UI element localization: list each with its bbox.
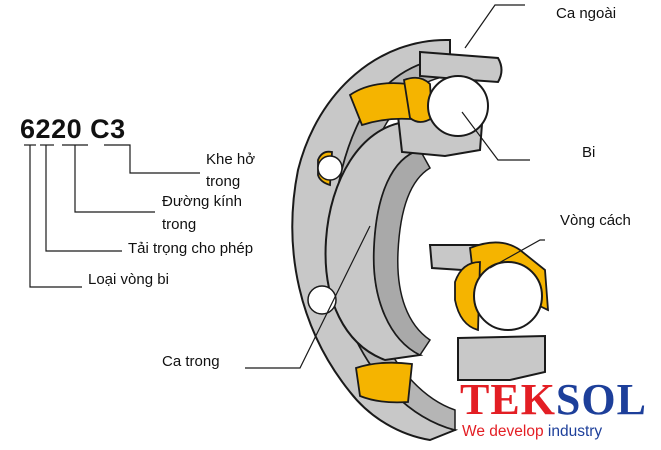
leader-outer-ring xyxy=(464,4,525,49)
leader-type xyxy=(29,145,82,288)
logo-tag-blue: industry xyxy=(543,423,603,440)
label-bore-2: trong xyxy=(162,216,197,233)
label-clearance-2: trong xyxy=(206,173,241,190)
outer-ring-top-section xyxy=(419,50,503,84)
teksol-logo: TEKSOL We develop industry xyxy=(458,376,658,448)
leader-load xyxy=(45,145,122,252)
logo-tagline: We develop industry xyxy=(462,423,602,441)
ball-left-lower xyxy=(307,285,337,315)
leader-inner-ring xyxy=(245,225,371,369)
code-clearance: C3 xyxy=(90,114,126,144)
leader-cage xyxy=(489,239,545,269)
inner-ring-face xyxy=(373,149,432,356)
cage-bottom xyxy=(355,361,413,404)
label-load: Tải trọng cho phép xyxy=(128,240,254,257)
code-size: 2 xyxy=(35,114,52,144)
label-ball: Bi xyxy=(582,144,596,161)
logo-part-blue: SOL xyxy=(555,375,647,424)
label-clearance-1: Khe hở xyxy=(206,151,256,168)
leader-clearance xyxy=(104,144,200,174)
logo-tag-red: We develop xyxy=(462,423,544,440)
label-inner-ring: Ca trong xyxy=(162,353,220,370)
code-bore: 20 xyxy=(51,114,83,144)
cage-right-lower xyxy=(454,261,481,332)
ball-left-upper xyxy=(317,155,343,181)
leader-ball xyxy=(461,111,530,161)
leader-bore-drop xyxy=(74,145,155,213)
label-bore-1: Đường kính xyxy=(162,193,242,210)
code-series: 6 xyxy=(20,114,36,144)
ball-top xyxy=(427,75,489,137)
logo-part-red: TEK xyxy=(460,375,556,424)
logo-word: TEKSOL xyxy=(460,376,647,424)
label-type: Loại vòng bi xyxy=(88,271,169,288)
label-cage: Vòng cách xyxy=(560,212,631,229)
label-outer-ring: Ca ngoài xyxy=(556,5,617,22)
outer-ring-bottom-section xyxy=(457,334,546,381)
ball-right xyxy=(473,261,543,331)
